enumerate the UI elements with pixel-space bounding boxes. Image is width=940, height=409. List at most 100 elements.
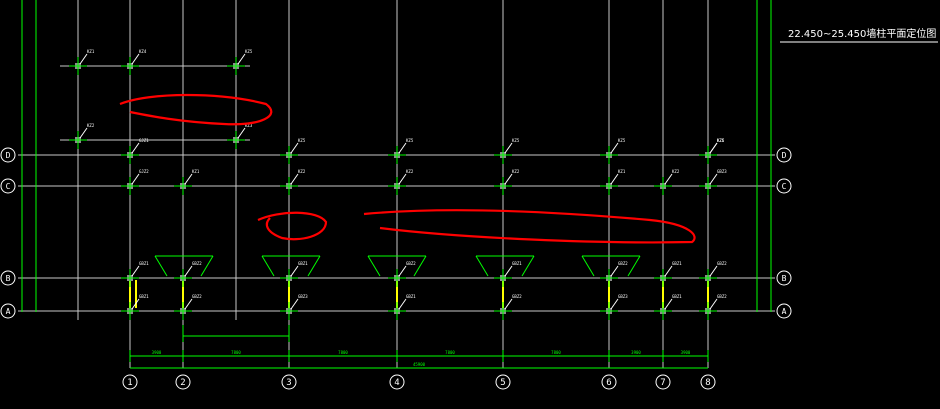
column-leader-20 — [131, 265, 140, 277]
axis-bubble-v-0 — [122, 374, 138, 390]
markup-scribble-0 — [119, 93, 273, 126]
axis-bubble-v-2 — [281, 374, 297, 390]
axis-bubble-L-0 — [0, 147, 16, 163]
column-label-15: KZ2 — [406, 169, 414, 174]
column-label-16: KZ2 — [512, 169, 520, 174]
axis-bubble-v-1 — [175, 374, 191, 390]
column-leader-21 — [184, 265, 193, 277]
column-leader-25 — [610, 265, 619, 277]
column-leader-18 — [664, 173, 673, 185]
axis-label-R-1: C — [782, 182, 787, 191]
column-leader-13 — [184, 173, 193, 185]
column-label-6: KZ5 — [298, 138, 306, 143]
column-label-24: GBZ1 — [512, 261, 522, 266]
axis-label-L-2: B — [6, 274, 11, 283]
axis-label-v-2: 3 — [286, 378, 291, 388]
axis-bubble-v-5 — [601, 374, 617, 390]
column-label-0: KZ1 — [87, 49, 95, 54]
column-label-7: KZ5 — [406, 138, 414, 143]
column-leader-2 — [237, 53, 246, 65]
column-label-13: KZ1 — [192, 169, 200, 174]
column-label-26: GBZ1 — [672, 261, 682, 266]
axis-label-R-0: D — [782, 151, 787, 160]
column-leader-17 — [610, 173, 619, 185]
column-leader-35 — [709, 298, 718, 310]
axis-bubble-R-1 — [776, 178, 792, 194]
bracket-left-1 — [261, 255, 275, 277]
column-leader-30 — [290, 298, 299, 310]
column-label-23: GBZ2 — [406, 261, 416, 266]
axis-label-v-5: 6 — [606, 378, 611, 388]
column-label-27: GBZ2 — [717, 261, 727, 266]
column-label-11: KZ6 — [717, 138, 725, 143]
column-leader-16 — [504, 173, 513, 185]
axis-label-L-1: C — [6, 182, 11, 191]
column-label-33: GBZ3 — [618, 294, 628, 299]
column-leader-31 — [398, 298, 407, 310]
column-leader-22 — [290, 265, 299, 277]
axis-bubble-v-4 — [495, 374, 511, 390]
column-leader-12 — [131, 173, 140, 185]
column-leader-23 — [398, 265, 407, 277]
column-label-17: KZ1 — [618, 169, 626, 174]
column-label-2: KZ5 — [245, 49, 253, 54]
column-leader-29 — [184, 298, 193, 310]
column-label-18: KZ2 — [672, 169, 680, 174]
column-leader-34 — [664, 298, 673, 310]
column-label-25: GBZ2 — [618, 261, 628, 266]
column-label-34: GBZ1 — [672, 294, 682, 299]
column-label-31: GBZ1 — [406, 294, 416, 299]
dim-label-5: 3900 — [631, 350, 641, 355]
column-leader-26 — [664, 265, 673, 277]
column-leader-15 — [398, 173, 407, 185]
column-leader-28 — [131, 298, 140, 310]
column-label-5: GJZ1 — [139, 138, 149, 143]
axis-label-L-3: A — [6, 307, 11, 316]
column-leader-5 — [131, 142, 140, 154]
dim-label-2: 7800 — [338, 350, 348, 355]
bracket-left-0 — [154, 255, 168, 277]
column-label-20: GBZ1 — [139, 261, 149, 266]
bracket-right-3 — [521, 255, 535, 277]
column-leader-19 — [709, 173, 718, 185]
column-label-29: GBZ2 — [192, 294, 202, 299]
red-markup — [119, 93, 696, 244]
column-label-3: KZ2 — [87, 123, 95, 128]
bracket-right-4 — [627, 255, 641, 277]
bracket-left-3 — [475, 255, 489, 277]
column-label-14: KZ2 — [298, 169, 306, 174]
markup-scribble-1 — [257, 211, 328, 241]
markup-scribble-2 — [363, 209, 696, 244]
axis-label-L-0: D — [6, 151, 11, 160]
column-label-28: GBZ1 — [139, 294, 149, 299]
column-label-12: GJZ2 — [139, 169, 149, 174]
column-leader-3 — [79, 127, 88, 139]
column-label-22: GBZ1 — [298, 261, 308, 266]
axis-label-R-2: B — [782, 274, 787, 283]
bracket-right-2 — [413, 255, 427, 277]
column-label-1: KZ4 — [139, 49, 147, 54]
column-leader-24 — [504, 265, 513, 277]
axis-label-v-4: 5 — [500, 378, 505, 388]
axis-bubble-R-0 — [776, 147, 792, 163]
axis-bubble-L-1 — [0, 178, 16, 194]
column-label-8: KZ5 — [512, 138, 520, 143]
axis-label-v-0: 1 — [127, 378, 132, 388]
dim-label-3: 7800 — [445, 350, 455, 355]
axis-label-v-1: 2 — [180, 378, 185, 388]
column-label-10: KZ5 — [717, 138, 725, 143]
column-label-19: GBZ3 — [717, 169, 727, 174]
column-label-21: GBZ2 — [192, 261, 202, 266]
column-label-30: GBZ3 — [298, 294, 308, 299]
axis-label-v-6: 7 — [660, 378, 665, 388]
column-leader-33 — [610, 298, 619, 310]
column-leader-7 — [398, 142, 407, 154]
bracket-right-1 — [307, 255, 321, 277]
axis-bubble-R-3 — [776, 303, 792, 319]
drawing-title: 22.450~25.450墙柱平面定位图 — [788, 29, 937, 40]
column-leader-32 — [504, 298, 513, 310]
